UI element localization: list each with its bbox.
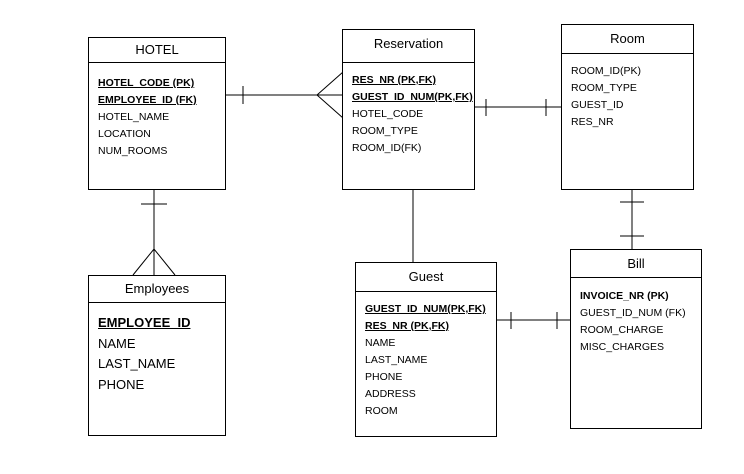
entity-guest[interactable]: Guest GUEST_ID_NUM(PK,FK) RES_NR (PK,FK)…	[355, 262, 497, 437]
entity-room-title: Room	[610, 31, 645, 46]
attribute-guest-id-num: GUEST_ID_NUM(PK,FK)	[365, 303, 486, 315]
attribute-guest-id: GUEST_ID	[571, 99, 624, 111]
relationship-reservation-room	[474, 99, 562, 116]
attribute-phone: PHONE	[98, 376, 145, 392]
attribute-num-rooms: NUM_ROOMS	[98, 145, 168, 157]
attribute-room-id: ROOM_ID(PK)	[571, 65, 642, 77]
attribute-list: EMPLOYEE_ID NAME LAST_NAME PHONE	[98, 313, 221, 395]
attribute-employee-id: EMPLOYEE_ID	[98, 315, 191, 330]
relationship-hotel-employees	[132, 190, 176, 276]
attribute-employee-id: EMPLOYEE_ID (FK)	[98, 94, 197, 106]
attribute-misc-charges: MISC_CHARGES	[580, 341, 665, 353]
entity-reservation-title: Reservation	[373, 36, 444, 51]
attribute-list: RES_NR (PK,FK) GUEST_ID_NUM(PK,FK) HOTEL…	[352, 72, 473, 157]
relationship-guest-bill	[496, 312, 571, 329]
entity-divider	[562, 53, 693, 54]
entity-divider	[89, 302, 225, 303]
entity-room[interactable]: Room ROOM_ID(PK) ROOM_TYPE GUEST_ID RES_…	[561, 24, 694, 190]
attribute-res-nr: RES_NR	[571, 116, 614, 128]
relationship-hotel-reservation	[226, 71, 344, 119]
attribute-list: GUEST_ID_NUM(PK,FK) RES_NR (PK,FK) NAME …	[365, 301, 492, 420]
entity-divider	[89, 62, 225, 63]
attribute-guest-id-num: GUEST_ID_NUM(PK,FK)	[352, 91, 473, 103]
attribute-room-id: ROOM_ID(FK)	[352, 142, 422, 154]
attribute-res-nr: RES_NR (PK,FK)	[365, 320, 450, 332]
entity-divider	[356, 291, 496, 292]
relationship-room-bill	[620, 190, 644, 249]
attribute-guest-id-num: GUEST_ID_NUM (FK)	[580, 307, 686, 319]
crows-foot-reservation	[316, 71, 344, 119]
entity-hotel[interactable]: HOTEL HOTEL_CODE (PK) EMPLOYEE_ID (FK) H…	[88, 37, 226, 190]
attribute-list: INVOICE_NR (PK) GUEST_ID_NUM (FK) ROOM_C…	[580, 288, 697, 356]
attribute-phone: PHONE	[365, 371, 403, 383]
entity-employees-title: Employees	[124, 281, 190, 296]
attribute-location: LOCATION	[98, 128, 151, 140]
entity-reservation[interactable]: Reservation RES_NR (PK,FK) GUEST_ID_NUM(…	[342, 29, 475, 190]
entity-employees[interactable]: Employees EMPLOYEE_ID NAME LAST_NAME PHO…	[88, 275, 226, 436]
entity-divider	[343, 62, 474, 63]
entity-bill-title: Bill	[627, 256, 645, 271]
attribute-last-name: LAST_NAME	[98, 356, 176, 371]
entity-divider	[571, 277, 701, 278]
attribute-hotel-code: HOTEL_CODE	[352, 108, 424, 120]
attribute-room: ROOM	[365, 405, 398, 417]
attribute-invoice-nr: INVOICE_NR (PK)	[580, 290, 669, 302]
attribute-room-type: ROOM_TYPE	[352, 125, 418, 137]
crows-foot-employees	[132, 248, 176, 276]
attribute-list: HOTEL_CODE (PK) EMPLOYEE_ID (FK) HOTEL_N…	[98, 75, 221, 160]
attribute-res-nr: RES_NR (PK,FK)	[352, 74, 437, 86]
attribute-hotel-code: HOTEL_CODE (PK)	[98, 77, 195, 89]
attribute-room-charge: ROOM_CHARGE	[580, 324, 664, 336]
attribute-address: ADDRESS	[365, 388, 416, 400]
attribute-hotel-name: HOTEL_NAME	[98, 111, 170, 123]
attribute-room-type: ROOM_TYPE	[571, 82, 637, 94]
attribute-last-name: LAST_NAME	[365, 354, 428, 366]
attribute-name: NAME	[98, 335, 136, 351]
attribute-list: ROOM_ID(PK) ROOM_TYPE GUEST_ID RES_NR	[571, 63, 689, 131]
attribute-name: NAME	[365, 337, 396, 349]
entity-bill[interactable]: Bill INVOICE_NR (PK) GUEST_ID_NUM (FK) R…	[570, 249, 702, 429]
entity-hotel-title: HOTEL	[135, 42, 179, 57]
entity-guest-title: Guest	[408, 269, 444, 284]
